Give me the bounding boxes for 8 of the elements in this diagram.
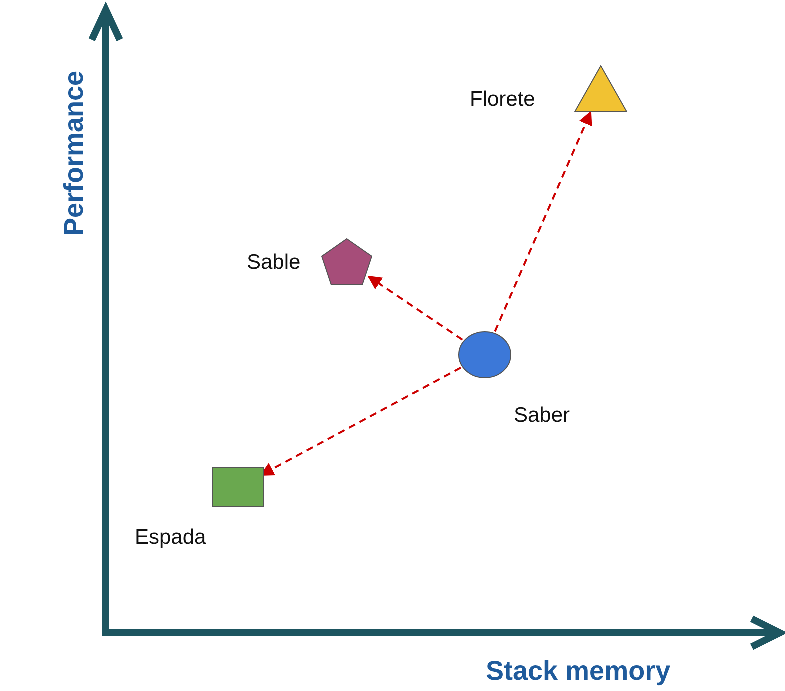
point-label: Florete — [470, 88, 536, 112]
point-label: Saber — [514, 404, 570, 428]
point-label: Sable — [247, 251, 301, 275]
point-label: Espada — [135, 526, 206, 550]
dashed-arrow — [494, 111, 592, 332]
axis-title: Performance — [59, 70, 90, 236]
axis-title: Stack memory — [486, 656, 671, 687]
dashed-arrow — [368, 276, 464, 341]
